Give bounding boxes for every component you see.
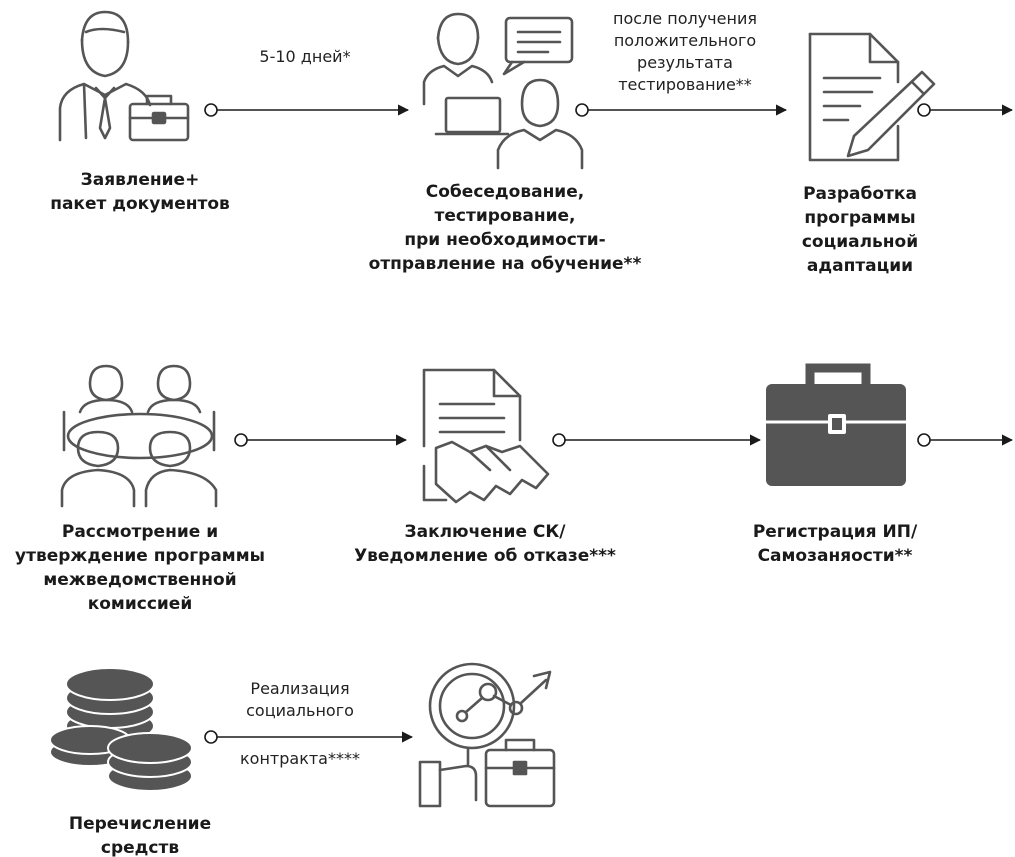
coins-icon (49, 667, 193, 792)
note-line: результата (637, 53, 733, 72)
businessman-briefcase-icon (58, 10, 190, 142)
caption-line: пакет документов (50, 194, 230, 214)
meeting-table-icon (60, 364, 218, 508)
connector-transfer-to-realization (204, 730, 414, 744)
caption-line: Самозаняости** (757, 546, 913, 566)
caption-line: средств (100, 838, 180, 857)
connector-application-to-interview (204, 103, 410, 117)
connector-interview-to-program (575, 103, 788, 117)
note-line: после получения (613, 9, 757, 28)
connector-registration-continue (917, 433, 1014, 447)
caption-interview: Собеседование, тестирование, при необход… (350, 180, 660, 276)
caption-line: социальной (801, 232, 919, 252)
caption-line: тестирование, (434, 206, 576, 226)
note-line: Реализация (250, 679, 350, 698)
note-line: социального (246, 701, 354, 720)
caption-contract: Заключение СК/ Уведомление об отказе*** (340, 520, 630, 568)
caption-review: Рассмотрение и утверждение программы меж… (0, 520, 280, 616)
document-pencil-icon (808, 32, 936, 162)
caption-line: при необходимости- (404, 230, 606, 250)
caption-line: Перечисление (68, 814, 212, 834)
caption-transfer: Перечисление средств (40, 812, 240, 857)
caption-line: Регистрация ИП/ (752, 522, 918, 542)
caption-line: Разработка (803, 184, 917, 204)
caption-line: Заявление+ (80, 170, 200, 190)
caption-line: программы (804, 208, 916, 228)
briefcase-icon (766, 363, 906, 486)
note-realization-contract: контракта**** (225, 748, 375, 770)
caption-line: межведомственной (43, 570, 237, 590)
connector-review-to-contract (234, 433, 408, 447)
caption-line: комиссией (87, 594, 193, 614)
growth-analysis-icon (418, 662, 556, 808)
caption-line: утверждение программы (15, 546, 265, 566)
caption-program: Разработка программы социальной адаптаци… (770, 182, 950, 278)
caption-line: адаптации (806, 256, 914, 276)
note-realization: Реализация социального (225, 678, 375, 722)
note-after-test: после получения положительного результат… (585, 8, 785, 96)
note-line: положительного (613, 31, 757, 50)
caption-line: Заключение СК/ (404, 522, 566, 542)
connector-contract-to-registration (552, 433, 762, 447)
caption-line: Уведомление об отказе*** (354, 546, 616, 566)
caption-application: Заявление+ пакет документов (40, 168, 240, 216)
interview-chat-icon (422, 12, 584, 170)
contract-handshake-icon (422, 368, 550, 504)
caption-line: Рассмотрение и (61, 522, 219, 542)
connector-program-continue (917, 103, 1014, 117)
note-line: тестирование** (618, 75, 752, 94)
note-line: 5-10 дней* (259, 47, 351, 66)
note-days: 5-10 дней* (230, 46, 380, 68)
caption-line: Собеседование, (425, 182, 585, 202)
note-line: контракта**** (240, 749, 360, 768)
caption-line: отправление на обучение** (368, 254, 642, 274)
caption-registration: Регистрация ИП/ Самозаняости** (735, 520, 935, 568)
